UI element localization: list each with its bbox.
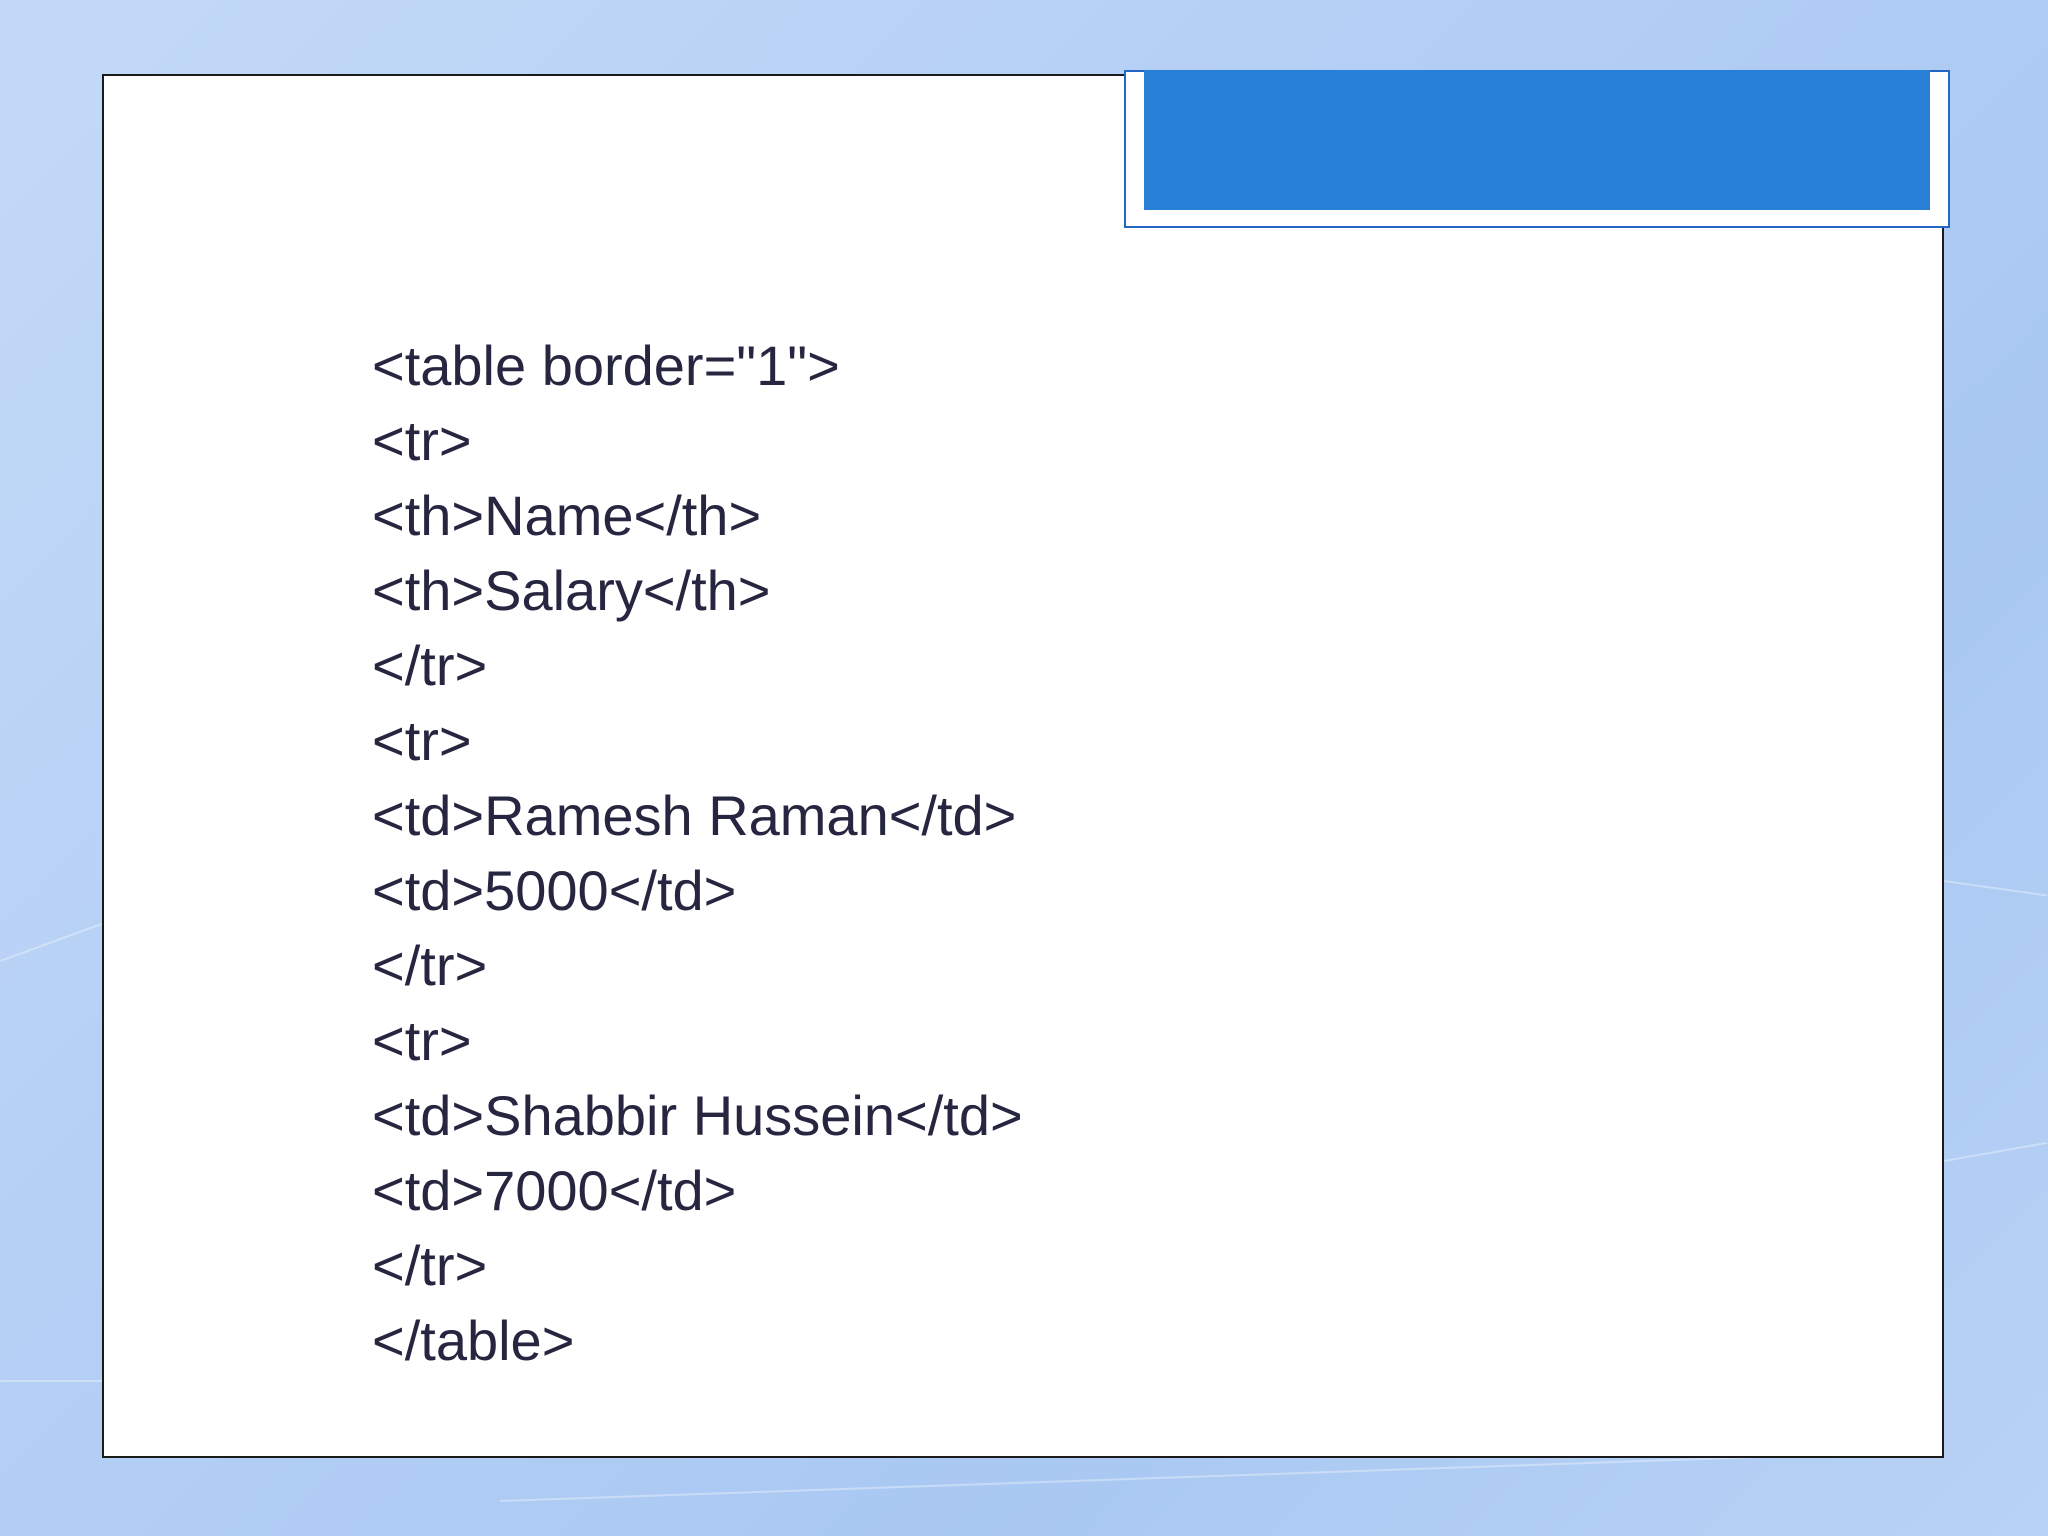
background-decoration (0, 1380, 110, 1382)
code-line: <td>Shabbir Hussein</td> (372, 1084, 1023, 1147)
background-decoration (1943, 880, 2047, 897)
slide-content-area: <table border="1"> <tr> <th>Name</th> <t… (102, 70, 1950, 1458)
code-line: </tr> (372, 1234, 488, 1297)
html-code-block: <table border="1"> <tr> <th>Name</th> <t… (372, 328, 1023, 1378)
code-line: <td>5000</td> (372, 859, 737, 922)
code-line: <table border="1"> (372, 334, 840, 397)
code-line: <th>Salary</th> (372, 559, 771, 622)
code-line: </tr> (372, 634, 488, 697)
code-line: <tr> (372, 1009, 472, 1072)
code-line: </tr> (372, 934, 488, 997)
background-decoration (500, 1454, 1800, 1502)
code-line: <th>Name</th> (372, 484, 762, 547)
code-line: <tr> (372, 709, 472, 772)
code-line: <td>7000</td> (372, 1159, 737, 1222)
slide-title (1144, 70, 1930, 210)
code-line: <td>Ramesh Raman</td> (372, 784, 1017, 847)
code-line: </table> (372, 1309, 575, 1372)
background-decoration (1944, 1141, 2047, 1162)
code-line: <tr> (372, 409, 472, 472)
